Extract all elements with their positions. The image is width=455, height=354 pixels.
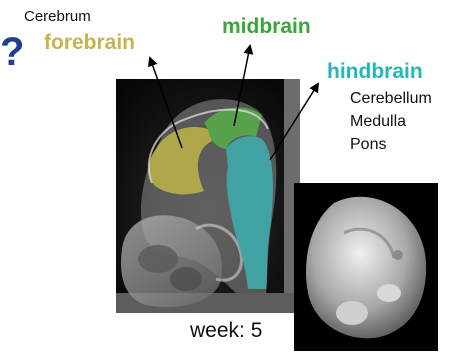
medulla-label: Medulla — [350, 114, 406, 130]
week-label: week: 5 — [190, 320, 262, 341]
midbrain-arrow — [234, 46, 250, 126]
midbrain-label: midbrain — [222, 16, 311, 37]
hindbrain-arrow — [270, 84, 318, 160]
cerebrum-label: Cerebrum — [24, 9, 91, 24]
forebrain-label: forebrain — [44, 32, 135, 53]
pons-label: Pons — [350, 137, 386, 153]
forebrain-arrow — [150, 58, 182, 148]
cerebellum-label: Cerebellum — [350, 91, 432, 107]
hindbrain-label: hindbrain — [327, 61, 423, 82]
